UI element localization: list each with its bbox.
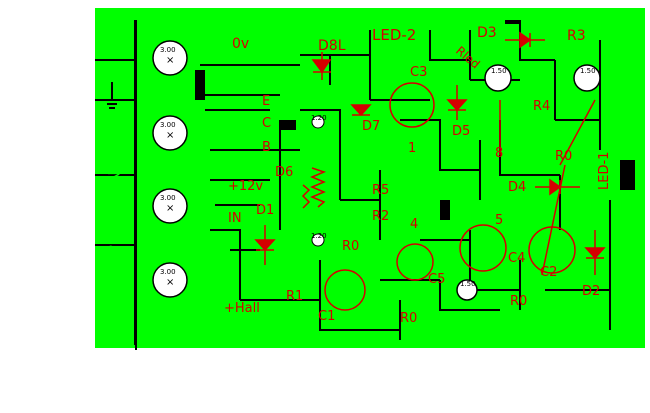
isolation-blocks [135,20,635,350]
diode-d8l [311,52,332,80]
label-r5: R5 [372,183,389,198]
capacitor-c4 [459,224,507,272]
pad-label-7: 1.50 [460,280,476,288]
label-d5: D5 [452,124,470,139]
green-label-ov: Ov [213,70,234,88]
label-c4: C4 [508,251,525,266]
label-pin5: 5 [495,213,503,228]
pad-label-4: 3.00 [160,268,176,276]
label-e: E [262,94,270,109]
pad-label-8: 1.20 [311,114,327,122]
label-d6: D6 [275,165,293,180]
green-side-label: +12v INPUT +Hall [104,118,123,263]
diodes [254,31,606,275]
mounting-pads: 3.00 3.00 3.00 3.00 × × × × 1.50 1.50 1.… [152,40,601,301]
diode-d3 [505,31,545,49]
label-c5: C5 [428,272,445,287]
pad-cross-4: × [166,277,174,288]
label-hall: +Hall [224,301,260,316]
pad-label-2: 3.00 [160,121,176,129]
label-led1: LED-1 [597,152,612,190]
label-b: B [262,140,271,155]
diode-d1 [254,225,276,265]
label-in: IN [228,211,242,226]
pad-cross-2: × [166,130,174,141]
green-label-relay: RELAY [542,308,590,326]
label-r0-top: R0 [555,149,572,164]
pad-label-1: 3.00 [160,46,176,54]
label-pin8: 8 [495,146,503,161]
resistor-leg-led1 [559,99,596,166]
pad-large-1 [152,40,188,76]
resistor-rbig [310,167,327,208]
label-r0-right: R0 [510,294,527,309]
label-d4: D4 [508,180,526,195]
label-r3: R3 [567,28,586,44]
capacitor-c5 [396,243,434,281]
pad-cross-1: × [166,55,174,66]
label-pin4: 4 [410,217,418,232]
label-r1: R1 [286,289,303,304]
capacitor-c1 [324,269,366,311]
pad-small-1 [311,115,325,129]
pad-large-4 [152,262,188,298]
diode-d5 [446,85,468,120]
pad-medium-3 [456,279,478,301]
label-r0-left: R0 [342,239,359,254]
ground-symbol [105,82,119,109]
label-pin1: 1 [408,141,416,156]
pad-medium-1 [484,64,512,92]
green-label-c: C [214,112,224,130]
label-0v: 0v [232,36,249,52]
resistor-r2 [301,184,311,209]
copper-text: Ov C +12v INPUT +Hall RELAY AUTOv26 [104,70,602,344]
pad-label-5: 1.50 [491,67,507,75]
label-d1: D1 [256,203,274,218]
label-12v: +12v [228,179,263,194]
label-d3: D3 [477,25,497,41]
resistor-leg-d2 [541,164,566,276]
label-c: C [262,116,271,131]
label-d7: D7 [362,119,380,134]
label-r2: R2 [372,209,389,224]
label-r4: R4 [533,99,550,114]
pad-label-6: 1.50 [580,67,596,75]
label-r0-bottom: R0 [400,311,417,326]
pad-label-9: 1.20 [311,232,327,240]
label-d8l: D8L [318,38,346,54]
pad-small-2 [311,233,325,247]
pad-label-3: 3.00 [160,194,176,202]
diode-d7 [350,104,372,117]
label-c3: C3 [410,65,427,80]
green-label-auto: AUTOv26 [532,326,602,344]
pad-large-2 [152,115,188,151]
label-d2: D2 [582,284,600,299]
label-c1: C1 [318,309,335,324]
pad-medium-2 [573,64,601,92]
label-led2: LED-2 [372,26,416,44]
pad-large-3 [152,188,188,224]
diode-d2 [584,230,606,275]
capacitor-c3 [389,82,435,128]
label-c2: C2 [540,265,557,280]
pad-cross-3: × [166,203,174,214]
